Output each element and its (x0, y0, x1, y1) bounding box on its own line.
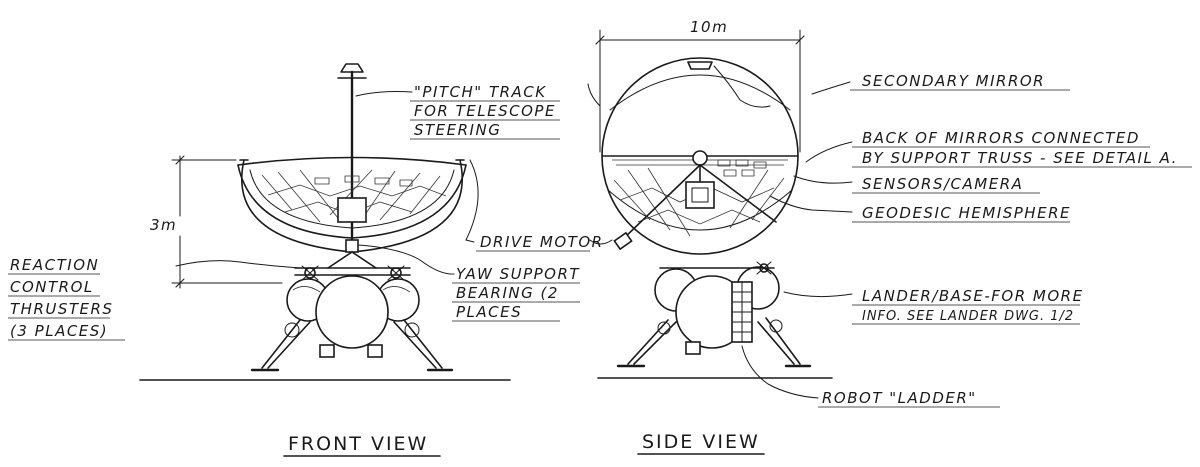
view-titles: FRONT VIEW SIDE VIEW (283, 431, 765, 457)
leader-pitch-track-side (587, 83, 601, 107)
back-of-mirrors-line-2: BY SUPPORT TRUSS - SEE DETAIL A. (862, 149, 1178, 167)
side-view-drawing (595, 29, 833, 379)
leader-drive-motor-dish (465, 159, 479, 243)
secondary-mirror-callout: SECONDARY MIRROR (850, 72, 1070, 91)
sensors-camera-callout: SENSORS/CAMERA (852, 175, 1040, 194)
height-dimension (171, 155, 283, 289)
width-dimension (595, 29, 805, 153)
leader-drive-motor-side (589, 239, 613, 245)
reaction-thrusters-callout: REACTION CONTROL THRUSTERS (3 PLACES) (8, 256, 125, 341)
side-secondary-mirror (687, 61, 713, 70)
leader-back-of-mirrors (805, 141, 853, 163)
side-sphere (601, 57, 799, 255)
robot-ladder-label: ROBOT "LADDER" (822, 389, 977, 407)
robot-ladder-callout: ROBOT "LADDER" (818, 389, 1000, 408)
pitch-track-line-3: STEERING (414, 121, 501, 139)
sensors-camera-label: SENSORS/CAMERA (862, 175, 1023, 193)
leader-lander-base (783, 291, 853, 298)
leader-geodesic-hemisphere (769, 195, 853, 213)
front-tank-center (315, 275, 389, 349)
front-view-drawing (139, 63, 511, 381)
leader-reaction-thrusters (175, 260, 301, 269)
pitch-track-callout: "PITCH" TRACK FOR TELESCOPE STEERING (410, 83, 560, 140)
height-dimension-label: 3m (150, 216, 177, 234)
reaction-thrusters-line-3: THRUSTERS (10, 300, 113, 318)
leader-yaw-support (357, 244, 455, 275)
yaw-support-line-3: PLACES (456, 303, 522, 321)
front-thruster-left (301, 265, 319, 281)
reaction-thrusters-line-2: CONTROL (10, 278, 94, 296)
reaction-thrusters-line-1: REACTION (10, 256, 99, 274)
yaw-support-line-2: BEARING (2 (456, 284, 559, 302)
front-camera-box (337, 197, 367, 223)
geodesic-hemisphere-label: GEODESIC HEMISPHERE (862, 204, 1071, 222)
drive-motor-callout: DRIVE MOTOR (476, 233, 604, 252)
yaw-support-line-1: YAW SUPPORT (456, 265, 580, 283)
drive-motor-label: DRIVE MOTOR (480, 233, 604, 251)
back-of-mirrors-line-1: BACK OF MIRRORS CONNECTED (862, 129, 1140, 147)
side-mirror-backs (717, 159, 767, 177)
back-of-mirrors-callout: BACK OF MIRRORS CONNECTED BY SUPPORT TRU… (852, 129, 1192, 168)
leader-secondary-mirror (713, 65, 771, 108)
reaction-thrusters-line-4: (3 PLACES) (10, 322, 108, 340)
leader-pitch-track (355, 91, 413, 97)
geodesic-hemisphere-callout: GEODESIC HEMISPHERE (852, 204, 1071, 223)
front-view-title: FRONT VIEW (288, 433, 428, 455)
leader-robot-ladder (741, 345, 819, 399)
front-dish-bowl (237, 164, 467, 239)
pitch-track-line-1: "PITCH" TRACK (414, 83, 547, 101)
side-truss-hub (692, 150, 708, 166)
front-dish-rim (237, 156, 467, 166)
side-view-title: SIDE VIEW (642, 431, 760, 453)
width-dimension-label: 10m (690, 18, 728, 36)
front-thruster-right (387, 265, 405, 281)
lander-base-callout: LANDER/BASE-FOR MORE INFO. SEE LANDER DW… (852, 287, 1084, 325)
secondary-mirror-label: SECONDARY MIRROR (862, 72, 1045, 90)
pitch-track-line-2: FOR TELESCOPE (414, 102, 556, 120)
side-thruster (756, 261, 772, 275)
dimension-labels: 10m 3m (150, 18, 728, 234)
side-landing-legs (616, 317, 812, 368)
lander-base-line-2: INFO. SEE LANDER DWG. 1/2 (862, 309, 1074, 324)
lander-base-line-1: LANDER/BASE-FOR MORE (862, 287, 1084, 305)
leader-lines (175, 65, 853, 399)
front-landing-legs (250, 319, 454, 372)
side-camera-box (685, 181, 715, 209)
leader-sensors-camera (793, 175, 853, 184)
yaw-support-callout: YAW SUPPORT BEARING (2 PLACES (452, 265, 580, 322)
front-mast-cap (340, 63, 364, 73)
